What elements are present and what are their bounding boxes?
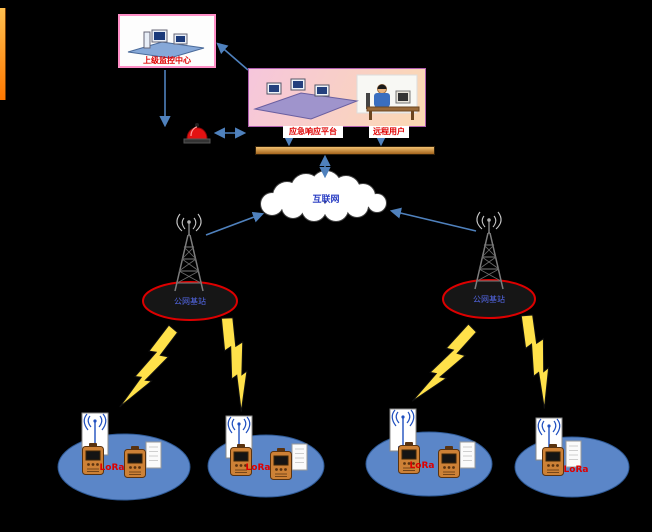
monitoring-center-graphic [127, 29, 205, 59]
internet-label: 互联网 [312, 195, 340, 205]
lora-label-group4: LoRa [563, 465, 589, 475]
lora-label-group1: LoRa [99, 463, 125, 473]
doc-card-group4 [565, 440, 582, 468]
base-station-right-ellipse [442, 279, 536, 319]
internet-cloud [260, 170, 387, 222]
lightning-bolt-2-icon [211, 313, 264, 413]
network-bus-bar [255, 146, 435, 155]
arrow-platform-to-center [216, 42, 249, 71]
platform-label: 应急响应平台 [283, 126, 343, 138]
lightning-bolt-1-icon [119, 320, 182, 418]
arrow-tower-right-to-internet [389, 207, 477, 232]
cell-tower-left-icon [174, 213, 204, 292]
base-station-left-label: 公网基站 [174, 297, 206, 306]
lora-label-group3: LoRa [409, 461, 435, 471]
left-edge-bar [0, 8, 6, 100]
gas-detector-icon-3b [438, 445, 460, 478]
connector-arrows [159, 42, 477, 236]
lora-label-group2: LoRa [245, 463, 271, 473]
doc-card-group3 [459, 441, 476, 469]
alarm-siren-icon [183, 123, 211, 144]
lightning-bolt-3-icon [411, 318, 481, 414]
monitoring-center-node: 上级监控中心 [118, 14, 216, 68]
cell-tower-right-icon [474, 211, 504, 290]
arrow-tower-left-to-internet [205, 211, 265, 236]
base-station-left-ellipse [142, 281, 238, 321]
doc-card-group1 [145, 441, 162, 469]
remote-user-label: 远程用户 [369, 126, 409, 138]
base-station-right-label: 公网基站 [473, 295, 505, 304]
platform-graphic [253, 74, 420, 120]
lightning-bolt-4-icon [511, 310, 567, 410]
doc-card-group2 [291, 443, 308, 471]
monitoring-center-label: 上级监控中心 [143, 56, 191, 65]
platform-node [248, 68, 426, 127]
